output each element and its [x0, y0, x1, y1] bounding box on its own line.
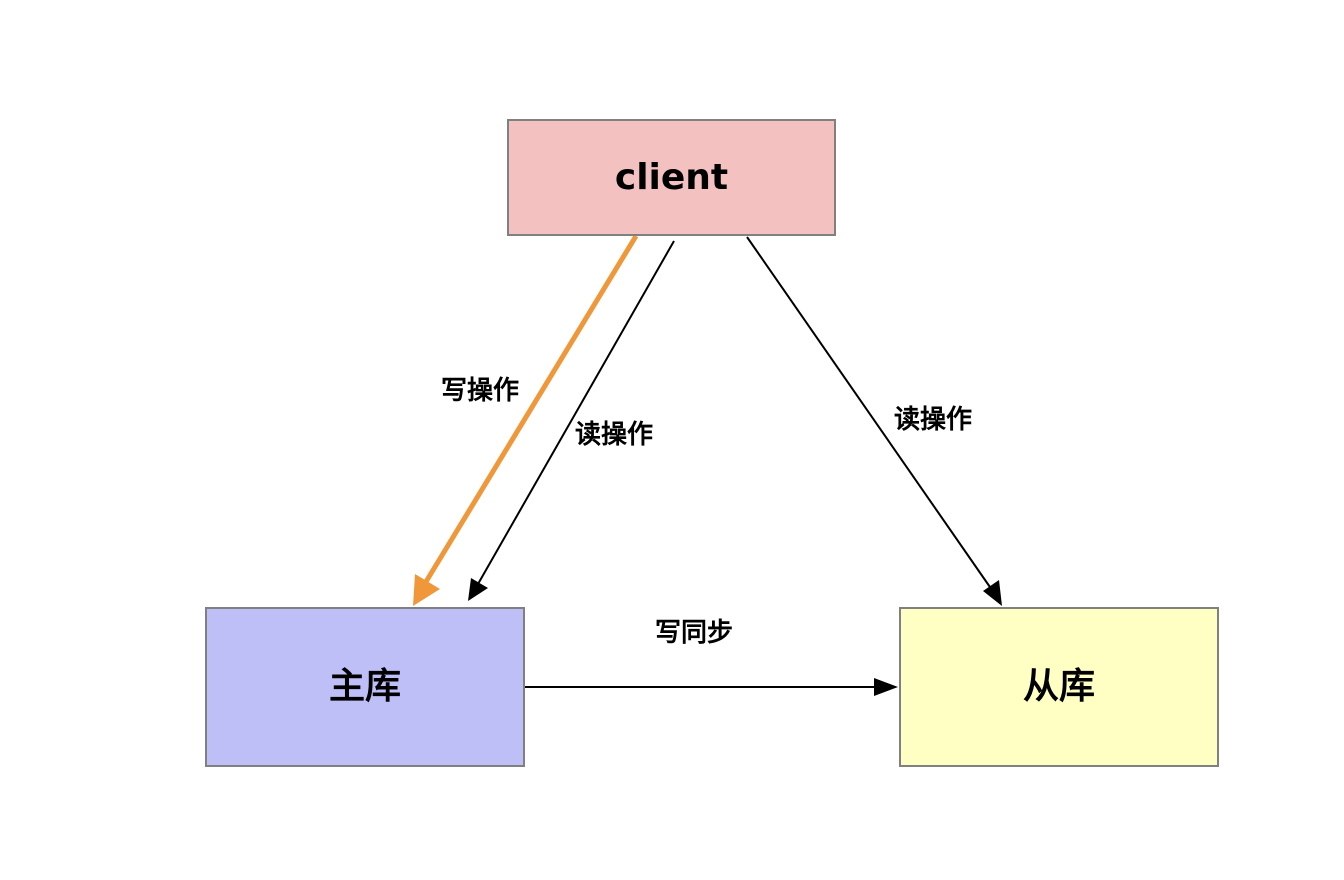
write-edge-label: 写操作: [441, 376, 520, 406]
read-master-edge-arrowhead: [468, 578, 488, 601]
read-slave-edge-arrowhead: [983, 580, 1002, 606]
client-node: client: [507, 119, 836, 236]
sync-edge-arrowhead: [874, 678, 898, 696]
slave-db-node-label: 从库: [1022, 666, 1095, 707]
client-node-label: client: [614, 156, 729, 198]
master-db-node-label: 主库: [328, 666, 401, 707]
slave-db-node: 从库: [899, 607, 1219, 767]
write-edge-line: [421, 234, 639, 587]
read-slave-edge-label: 读操作: [894, 405, 973, 435]
sync-edge-label: 写同步: [655, 618, 734, 648]
read-master-edge-line: [477, 240, 675, 585]
read-slave-edge-line: [746, 236, 993, 591]
write-edge-arrowhead: [413, 574, 440, 606]
master-db-node: 主库: [205, 607, 525, 767]
read-master-edge-label: 读操作: [575, 420, 654, 450]
